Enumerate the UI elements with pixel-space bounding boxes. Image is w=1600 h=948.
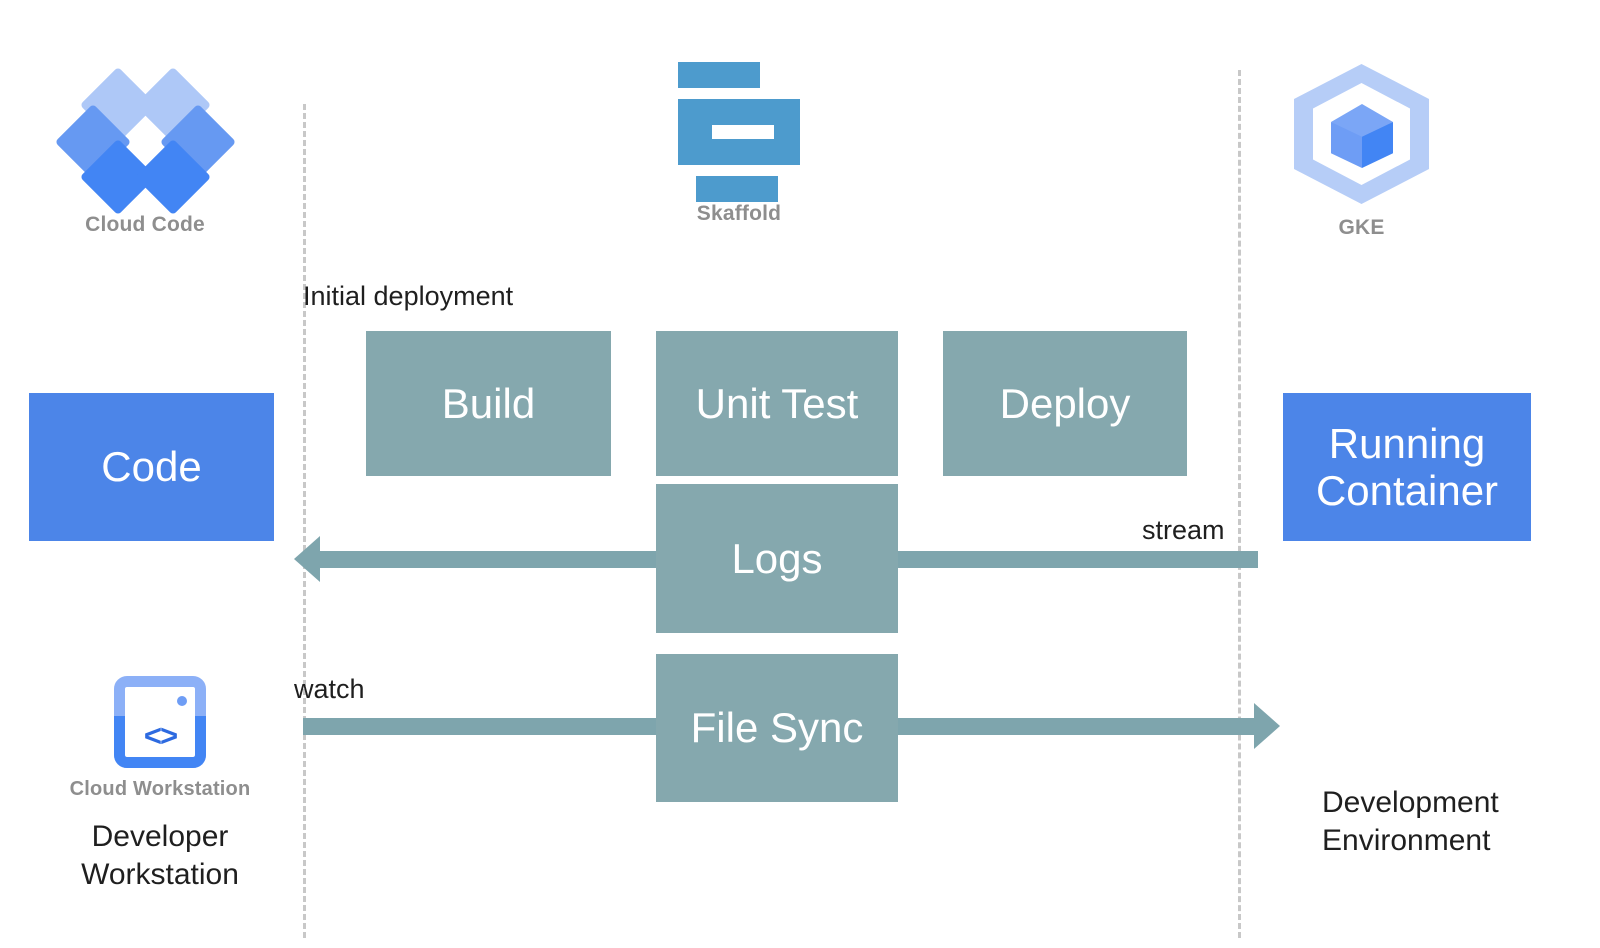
skaffold-blocks-icon bbox=[664, 62, 814, 202]
cloud-workstation-browser-code-icon: <> bbox=[114, 676, 206, 768]
development-environment-line-1: Development bbox=[1322, 786, 1499, 819]
flow-label-initial-deployment: Initial deployment bbox=[303, 281, 514, 311]
box-running-container: Running Container bbox=[1283, 393, 1531, 541]
cloud-code-diamonds-icon bbox=[54, 66, 237, 216]
logo-skaffold: Skaffold bbox=[664, 62, 814, 226]
logo-caption-cloud-code: Cloud Code bbox=[85, 213, 205, 236]
arrow-logs-head-left bbox=[294, 536, 320, 582]
running-container-line-2: Container bbox=[1315, 467, 1499, 514]
developer-workstation-line-2: Workstation bbox=[81, 857, 239, 891]
logo-cloud-code: Cloud Code bbox=[54, 66, 237, 237]
zone-label-developer-workstation: Developer Workstation bbox=[45, 818, 275, 893]
box-code: Code bbox=[29, 393, 274, 541]
logo-caption-cloud-workstation: Cloud Workstation bbox=[69, 778, 251, 800]
flow-label-stream: stream bbox=[1142, 515, 1225, 545]
box-logs: Logs bbox=[656, 484, 898, 633]
running-container-line-1: Running bbox=[1328, 419, 1486, 467]
box-file-sync: File Sync bbox=[656, 654, 898, 802]
gke-hexagon-cube-icon bbox=[1294, 64, 1429, 204]
arrow-file-sync-head-right bbox=[1254, 703, 1280, 749]
logo-cloud-workstation: <> Cloud Workstation bbox=[55, 676, 265, 801]
logo-caption-gke: GKE bbox=[1338, 216, 1385, 239]
development-environment-line-2: Environment bbox=[1322, 823, 1491, 857]
logo-caption-skaffold: Skaffold bbox=[696, 202, 782, 225]
logo-gke: GKE bbox=[1294, 64, 1429, 240]
boundary-line-left bbox=[303, 104, 306, 938]
box-deploy: Deploy bbox=[943, 331, 1187, 476]
code-brackets-glyph: <> bbox=[143, 718, 178, 753]
box-unit-test: Unit Test bbox=[656, 331, 898, 476]
box-build: Build bbox=[366, 331, 611, 476]
zone-label-development-environment: Development Environment bbox=[1322, 784, 1562, 859]
developer-workstation-line-1: Developer bbox=[91, 820, 229, 853]
flow-label-watch: watch bbox=[294, 674, 365, 704]
boundary-line-right bbox=[1238, 70, 1241, 938]
